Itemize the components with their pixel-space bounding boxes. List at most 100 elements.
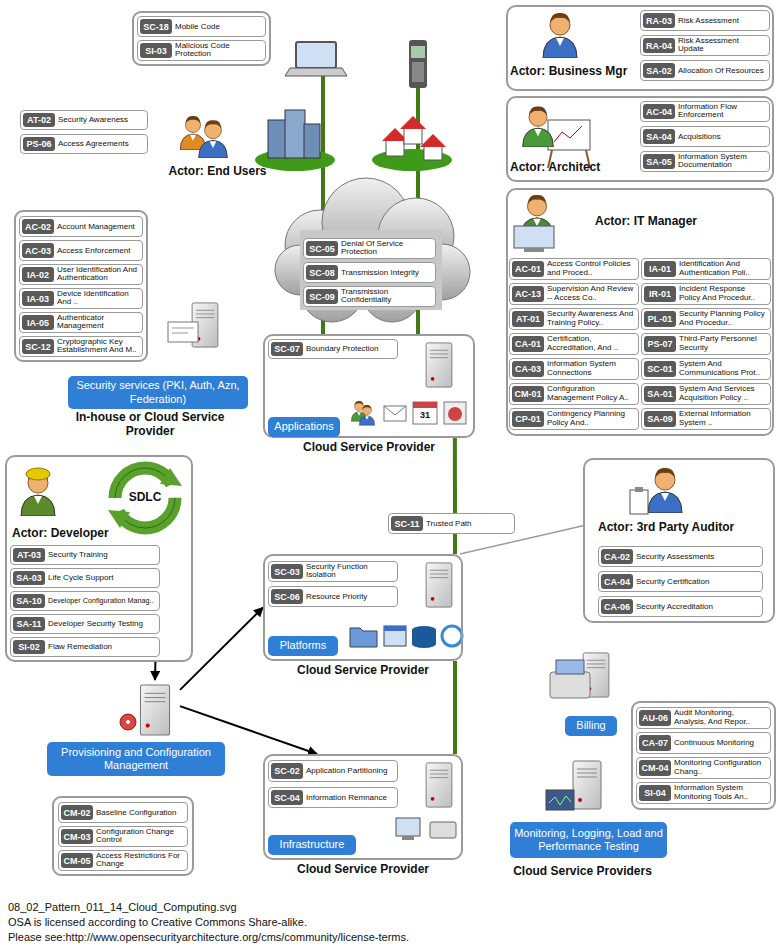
control-title: Identification And Authentication Poli.. [679, 260, 767, 278]
control-id: SI-04 [639, 785, 671, 801]
control-id: AT-01 [512, 311, 544, 327]
control-id: AT-03 [13, 548, 45, 562]
illustration-part [26, 468, 50, 480]
actor-box: Actor: IT ManagerAC-01Access Control Pol… [506, 188, 774, 436]
control-id: CM-03 [61, 829, 93, 844]
control-title: Trusted Path [426, 519, 511, 528]
control-box: AC-01Access Control Policies and Proced.… [509, 258, 639, 280]
control-id: SC-06 [271, 589, 303, 604]
provider-box: Cloud Service ProviderSC-07Boundary Prot… [263, 334, 475, 438]
flow-arrow [154, 662, 156, 680]
control-title: Information System Monitoring Tools An.. [674, 784, 767, 802]
control-box: SA-05Information System Documentation [640, 151, 770, 172]
caption-label: Cloud Service Providers [495, 864, 670, 878]
control-box: CA-01Certification, Accreditation, And .… [509, 333, 639, 355]
control-title: Continuous Monitoring [674, 739, 767, 748]
illustration-part [426, 763, 452, 807]
illustration-part [550, 672, 590, 698]
control-title: Transmission Integrity [341, 268, 432, 277]
control-id: CA-06 [601, 599, 633, 614]
control-box: PL-01Security Planning Policy And Proced… [641, 308, 771, 330]
control-id: IA-03 [22, 291, 54, 306]
control-title: Developer Configuration Manag.. [48, 597, 156, 605]
control-id: SC-08 [306, 265, 338, 280]
control-box: PS-07Third-Party Personnel Security [641, 333, 771, 355]
illustration-part [268, 120, 286, 158]
illustration-part [172, 333, 188, 334]
control-id: SC-03 [271, 564, 303, 579]
control-box: SA-09External Information System .. [641, 408, 771, 430]
control-id: PL-01 [644, 311, 676, 327]
service-label-box: Applications [268, 417, 340, 437]
control-title: Third-Party Personnel Security [679, 335, 767, 353]
service-label: Monitoring, Logging, Load and Performanc… [510, 827, 667, 853]
control-id: SC-02 [271, 763, 303, 779]
control-box: SC-03Security Function Isolation [268, 561, 398, 582]
actor-title: Actor: IT Manager [595, 214, 745, 228]
control-id: CM-04 [639, 760, 671, 776]
illustration-part [426, 343, 452, 387]
control-id: SA-05 [643, 154, 675, 169]
cloud [275, 178, 470, 322]
illustration-part [108, 510, 130, 528]
houses [372, 116, 452, 171]
control-box: IA-03Device Identification And .. [19, 288, 143, 309]
actor-box: Actor: Business MgrRA-03Risk AssessmentR… [506, 5, 774, 91]
control-title: Developer Security Testing [48, 620, 156, 629]
control-id: SA-09 [644, 411, 676, 427]
service-label-box: Security services (PKI, Auth, Azn, Feder… [68, 376, 248, 409]
control-id: CA-03 [512, 361, 544, 377]
phone [409, 40, 427, 88]
cloud-fill [300, 230, 442, 310]
control-box: SC-11Trusted Path [388, 513, 515, 534]
control-id: AC-13 [512, 286, 544, 302]
control-title: Audit Monitoring, Analysis, And Repor.. [674, 709, 767, 727]
office-buildings [255, 110, 335, 171]
service-label-box: Billing [565, 716, 617, 736]
service-label-box: Platforms [268, 636, 338, 656]
control-id: CM-01 [512, 386, 544, 402]
control-box: SC-12Cryptographic Key Establishment And… [19, 336, 143, 357]
control-box: CA-03Information System Connections [509, 358, 639, 380]
control-title: Risk Assessment [678, 16, 766, 25]
control-box: SA-02Allocation Of Resources [640, 60, 770, 81]
control-box: SI-04Information System Monitoring Tools… [636, 782, 771, 804]
illustration-part [160, 468, 182, 486]
illustration-part [426, 563, 452, 607]
actor-title: Actor: Business Mgr [510, 64, 635, 78]
control-box: IA-05Authenticator Management [19, 312, 143, 333]
control-box: AC-02Account Management [19, 216, 143, 237]
laptop [285, 42, 347, 76]
control-title: Access Restrictions For Change [96, 852, 184, 870]
illustration-part [420, 134, 446, 147]
control-title: Access Agreements [58, 140, 144, 149]
control-box: CA-02Security Assessments [598, 546, 763, 567]
platform-icons [350, 626, 462, 648]
control-title: Configuration Change Control [96, 828, 184, 846]
illustration-part [573, 761, 601, 809]
illustration-part [304, 124, 320, 158]
control-id: SA-03 [13, 571, 45, 585]
illustration-part [400, 116, 426, 129]
illustration-part [523, 106, 554, 147]
control-box: SC-06Resource Priority [268, 586, 398, 607]
control-id: IA-02 [22, 267, 54, 282]
control-title: Application Partitioning [306, 767, 394, 776]
control-box: SC-04Information Remnance [268, 787, 398, 808]
illustration-part [15, 211, 147, 361]
control-title: Access Enforcement [57, 246, 139, 255]
footer-note: OSA is licensed according to Creative Co… [8, 916, 708, 929]
actor-box: Actor: 3rd Party AuditorCA-02Security As… [583, 458, 775, 623]
control-id: AU-06 [639, 710, 671, 726]
control-title: User Identification And Authentication [57, 266, 139, 284]
illustration-part [524, 248, 544, 252]
control-box: SC-05Denial Of Service Protection [303, 238, 436, 259]
control-id: SC-07 [271, 342, 303, 356]
control-box: IA-01Identification And Authentication P… [641, 258, 771, 280]
control-title: External Information System .. [679, 410, 767, 428]
service-label-box: Infrastructure [268, 835, 356, 855]
provider-box: Cloud Service ProviderSC-03Security Func… [263, 554, 463, 661]
illustration-part [635, 487, 643, 492]
control-box: IR-01Incident Response Policy And Proced… [641, 283, 771, 305]
